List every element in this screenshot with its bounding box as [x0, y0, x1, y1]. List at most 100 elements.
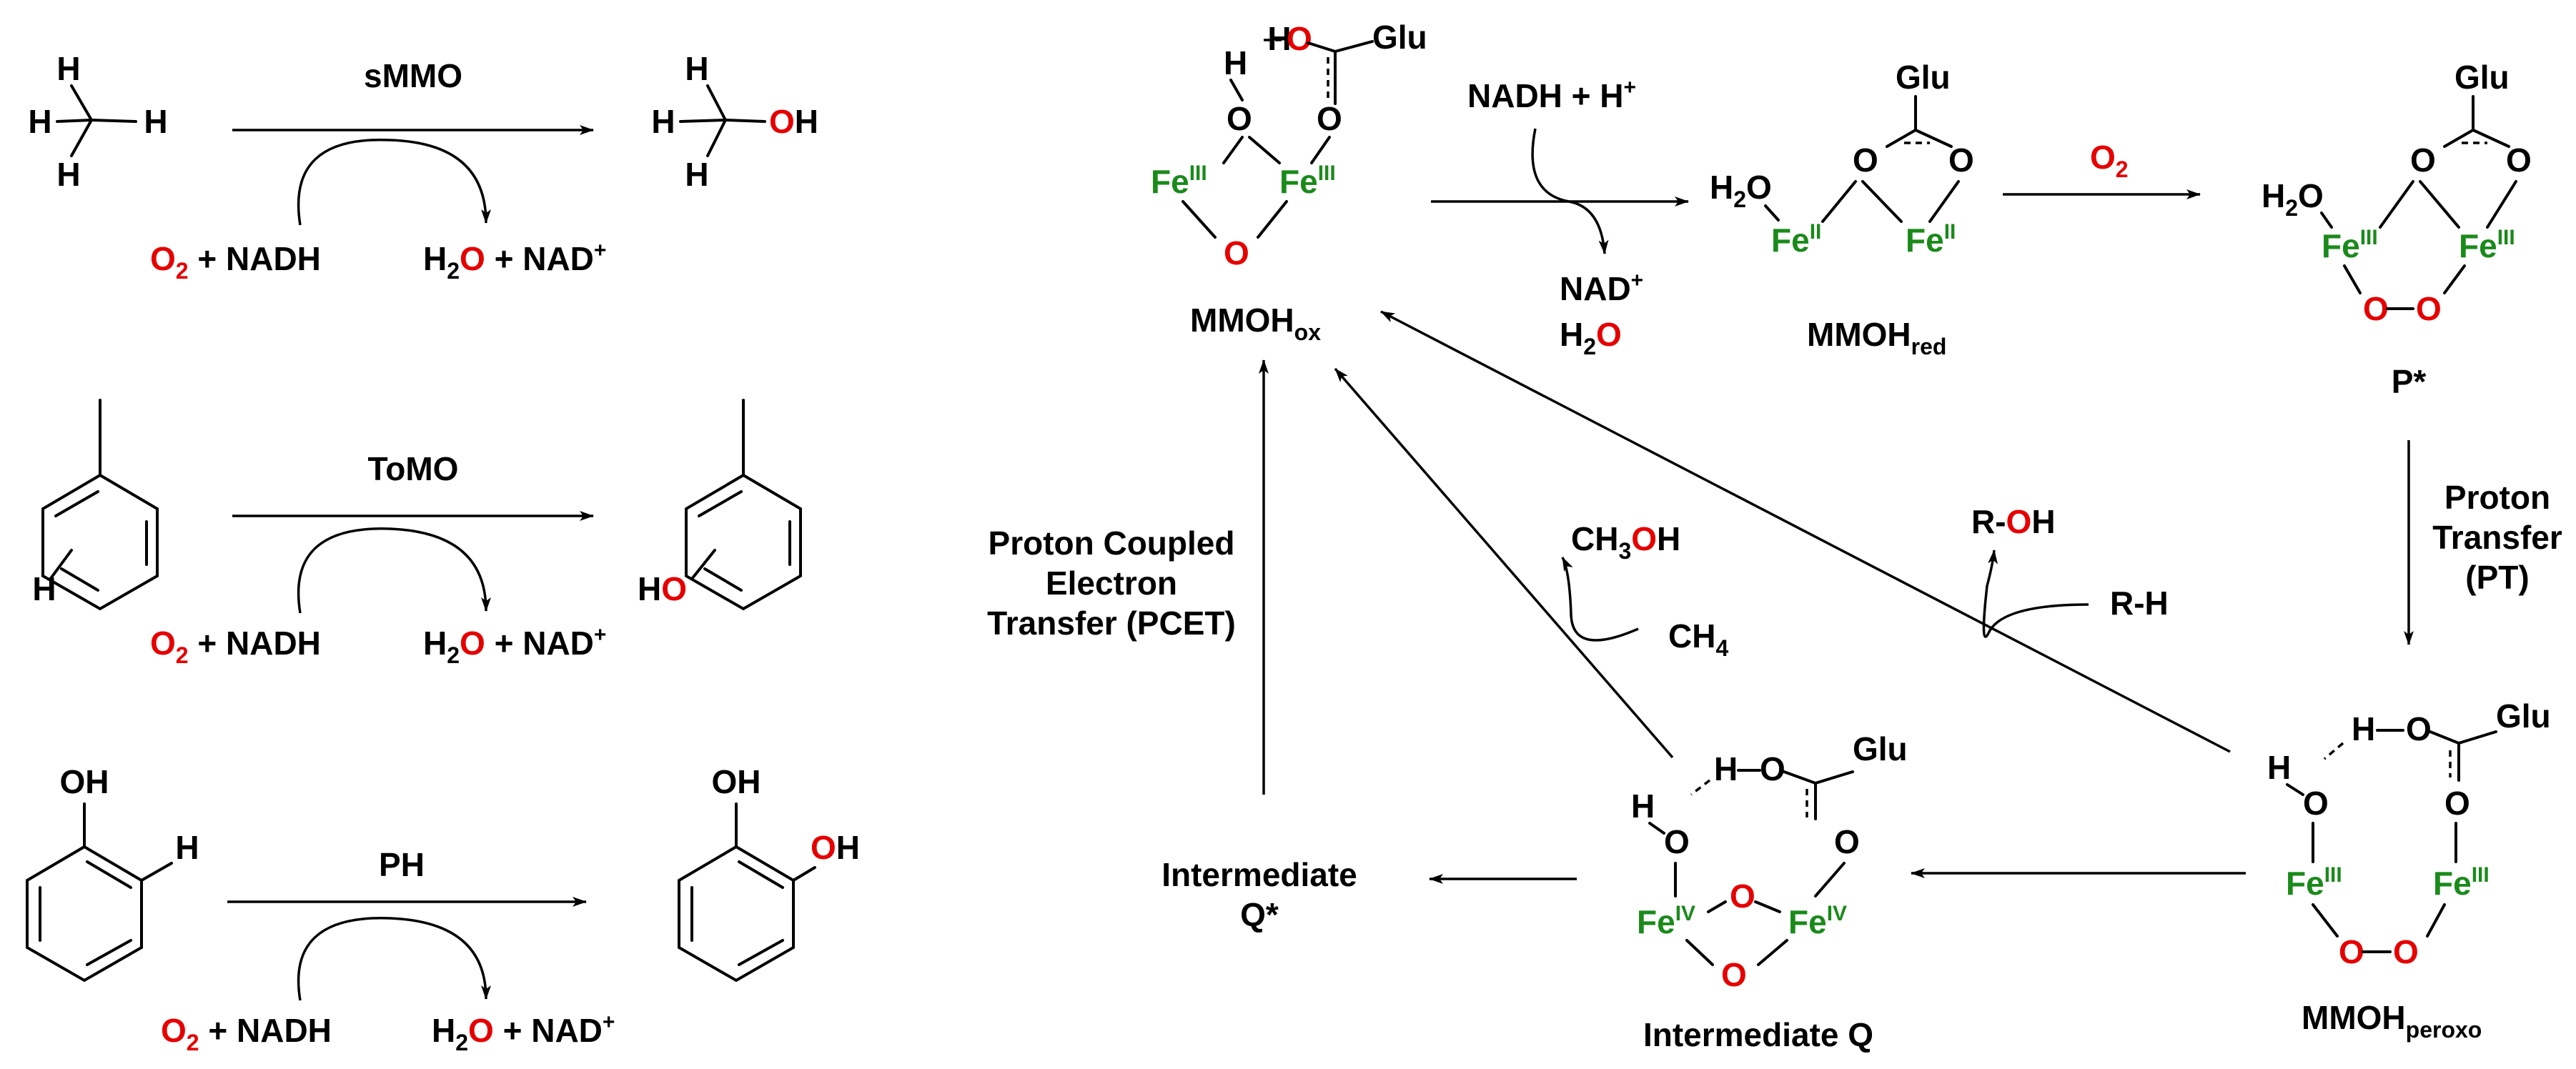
reduction-reagent: NADH + H+ — [1467, 76, 1636, 114]
svg-text:O: O — [1853, 141, 1878, 179]
reaction-tomo: H ToMO O2 + NADH H2O + NAD+ HO — [32, 399, 802, 668]
intermediate-q-structure: H O Glu H O O FeIV FeIV O O — [1631, 730, 1908, 993]
rh-curve-arrow — [1982, 550, 2089, 638]
svg-text:H: H — [1714, 750, 1738, 787]
reaction-ph: OH H PH O2 + NADH H2O + NAD+ OH OH — [26, 763, 860, 1055]
peroxo-to-ox-arrow — [1380, 310, 2231, 753]
cosubstrate-smmo: O2 + NADH — [150, 240, 321, 284]
svg-text:FeII: FeII — [1771, 220, 1821, 259]
toluene-molecule: H — [32, 399, 159, 611]
svg-text:Glu: Glu — [1372, 19, 1427, 56]
svg-text:FeIII: FeIII — [2459, 226, 2515, 264]
methanol-h-bottom: H — [685, 156, 708, 193]
cosubstrate-ph: O2 + NADH — [161, 1012, 332, 1055]
reduction-product-nad: NAD+ — [1560, 269, 1643, 307]
catechol-oh-1: OH — [712, 763, 761, 800]
rh-product: R-OH — [1971, 503, 2056, 540]
phenol-oh: OH — [60, 763, 109, 800]
svg-text:O: O — [2444, 785, 2470, 822]
svg-text:O: O — [2410, 141, 2436, 179]
methane-curve-arrow — [1561, 557, 1639, 642]
svg-text:FeIV: FeIV — [1637, 902, 1695, 940]
coproduct-smmo: H2O + NAD+ — [423, 239, 606, 284]
svg-text:FeII: FeII — [1906, 220, 1956, 259]
svg-text:O: O — [1730, 877, 1755, 915]
svg-text:O: O — [1317, 100, 1342, 137]
svg-text:O: O — [1834, 823, 1860, 860]
svg-text:FeIII: FeIII — [2433, 863, 2490, 902]
label-mmoh-ox: MMOHox — [1190, 302, 1321, 345]
svg-text:FeIII: FeIII — [2322, 226, 2378, 264]
methanol-molecule: H H H OH — [651, 50, 818, 193]
coproduct-ph: H2O + NAD+ — [432, 1010, 615, 1055]
svg-text:H: H — [1267, 20, 1291, 57]
svg-text:O: O — [1664, 823, 1690, 860]
reduction-product-water: H2O — [1560, 316, 1622, 359]
svg-text:FeIII: FeIII — [2286, 863, 2342, 902]
catechol-molecule: OH OH — [678, 763, 860, 983]
svg-text:FeIV: FeIV — [1788, 902, 1847, 940]
methanol-h-top: H — [685, 50, 708, 87]
svg-text:FeIII: FeIII — [1279, 161, 1336, 200]
coproduct-tomo: H2O + NAD+ — [423, 623, 606, 668]
cresol-oh: HO — [638, 570, 687, 607]
enzyme-label-smmo: sMMO — [364, 57, 462, 94]
reduction-curve-arrow — [1531, 128, 1609, 254]
toluene-h: H — [32, 570, 56, 607]
label-mmoh-peroxo: MMOHperoxo — [2302, 999, 2482, 1043]
phenol-molecule: OH H — [26, 763, 199, 983]
methane-molecule: H H H H — [28, 50, 167, 193]
svg-text:H2O: H2O — [1710, 169, 1772, 212]
svg-text:O: O — [2406, 710, 2432, 747]
p-star-structure: Glu O O H2O FeIII FeIII O O — [2262, 59, 2532, 327]
svg-text:O: O — [1721, 956, 1747, 993]
rh-substrate: R-H — [2110, 585, 2169, 622]
svg-text:FeIII: FeIII — [1151, 161, 1207, 200]
svg-text:O: O — [1760, 750, 1785, 787]
label-intermediate-q: Intermediate Q — [1643, 1016, 1873, 1053]
mmoh-red-structure: Glu O O H2O FeII FeII — [1710, 59, 1974, 259]
svg-text:H2O: H2O — [2262, 177, 2324, 221]
svg-text:H: H — [1224, 44, 1247, 81]
svg-text:O: O — [1227, 100, 1252, 137]
svg-text:O: O — [2416, 290, 2442, 327]
svg-text:O: O — [1948, 141, 1974, 179]
pcet-label-line3: Transfer (PCET) — [987, 605, 1236, 642]
pt-label-line1: Proton — [2444, 479, 2550, 516]
cofactor-curve-arrow-smmo — [297, 139, 491, 226]
svg-text:O: O — [2339, 933, 2364, 970]
cosubstrate-tomo: O2 + NADH — [150, 625, 321, 668]
phenol-h: H — [175, 829, 199, 866]
pt-label-line3: (PT) — [2465, 559, 2529, 596]
svg-text:Glu: Glu — [1853, 730, 1908, 767]
svg-text:H: H — [2352, 710, 2375, 747]
svg-text:O: O — [2393, 933, 2419, 970]
enzyme-label-ph: PH — [379, 846, 425, 883]
methane-h-bottom: H — [56, 156, 80, 193]
reaction-smmo: H H H H sMMO O2 + NADH H2O + NAD+ H H H … — [28, 50, 818, 284]
oxygen-reagent: O2 — [2090, 139, 2129, 182]
methane-h-right: H — [144, 103, 167, 140]
methane-h-top: H — [56, 50, 80, 87]
methanol-oh: OH — [769, 103, 818, 140]
svg-text:O: O — [2363, 290, 2389, 327]
label-intermediate-q-star-2: Q* — [1240, 896, 1279, 933]
label-mmoh-red: MMOHred — [1807, 316, 1946, 359]
label-p-star: P* — [2392, 363, 2427, 400]
svg-text:O: O — [1224, 234, 1249, 272]
cresol-molecule: HO — [638, 399, 802, 611]
svg-text:O: O — [2303, 785, 2329, 822]
svg-text:Glu: Glu — [1896, 59, 1951, 96]
methanol-product: CH3OH — [1571, 520, 1680, 564]
q-to-ox-arrow — [1334, 367, 1674, 759]
svg-text:H: H — [1631, 787, 1655, 825]
enzyme-label-tomo: ToMO — [368, 450, 459, 487]
methane-h-left: H — [28, 103, 51, 140]
pcet-label-line1: Proton Coupled — [989, 524, 1235, 562]
cofactor-curve-arrow-ph — [297, 917, 491, 1001]
svg-text:O: O — [1287, 20, 1312, 57]
svg-text:Glu: Glu — [2454, 59, 2510, 96]
catechol-oh-2: OH — [811, 829, 860, 866]
mmoh-peroxo-structure: H O Glu H O O FeIII FeIII O O — [2267, 697, 2551, 970]
